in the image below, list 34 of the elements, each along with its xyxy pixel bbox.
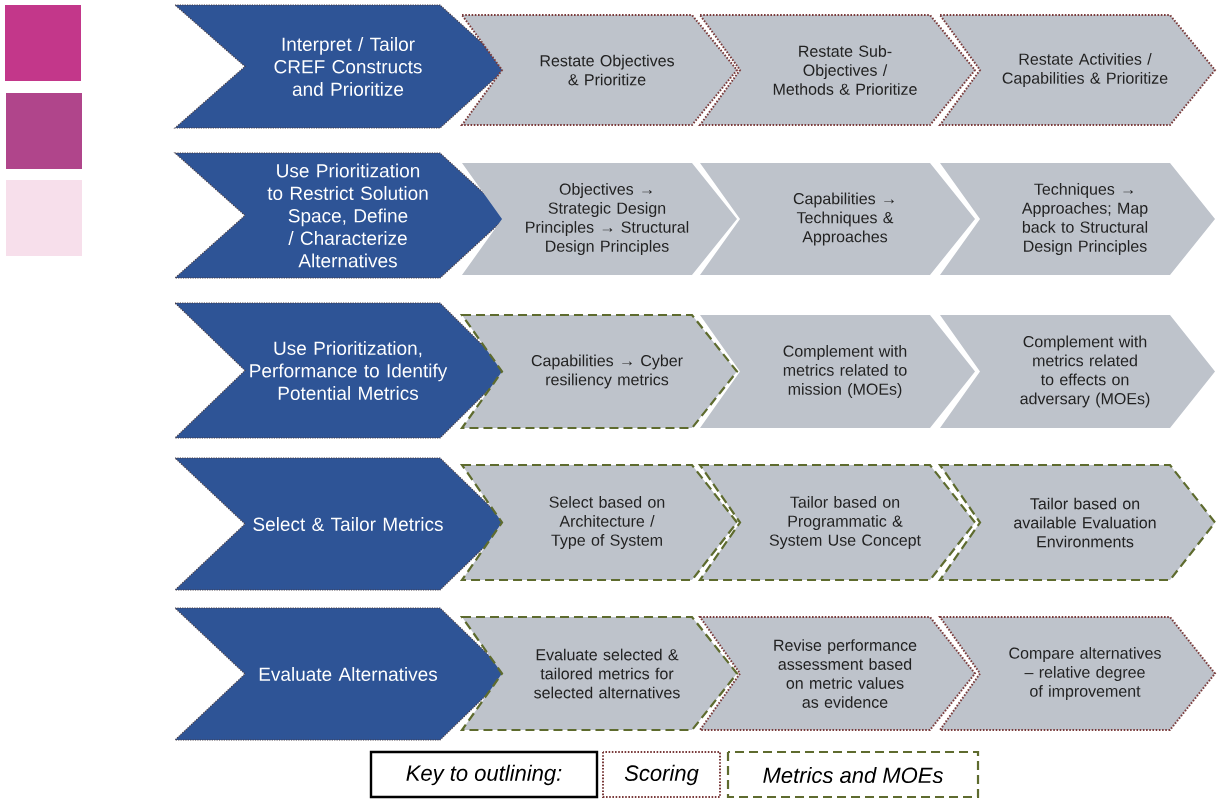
substep-panel: Objectives → Strategic Design Principles → Structural Design Principles [462, 163, 737, 275]
node-label: Complement with metrics related to effects on adversary (MOEs) [1020, 335, 1150, 408]
substep-panel: Evaluate selected & tailored metrics for selected alternatives [459, 615, 739, 732]
color-square [5, 5, 81, 81]
node-label: Tailor based on available Evaluation Environments [1014, 497, 1156, 548]
substep-panel: Tailor based on Programmatic & System Use Concept [697, 463, 977, 582]
substep-panel: Capabilities → Techniques & Approaches [700, 163, 975, 275]
legend-item: Scoring [602, 751, 721, 798]
node-label: Complement with metrics related to mission (MOEs) [783, 345, 907, 398]
process-step: Interpret / Tailor CREF Constructs and Prioritize [173, 4, 509, 129]
substep-panel: Select based on Architecture / Type of System [459, 463, 739, 582]
substep-panel: Revise performance assessment based on metric values as evidence [698, 616, 977, 731]
node-label: Objectives → Strategic Design Principles → Structural Design Principles [526, 183, 689, 255]
process-step: Evaluate Alternatives [173, 607, 509, 741]
substep-panel: Restate Objectives & Prioritize [460, 14, 739, 126]
substep-panel: Restate Activities / Capabilities & Prioritize [938, 14, 1217, 126]
substep-panel: Tailor based on available Evaluation Environments [937, 463, 1217, 582]
substep-panel: Restate Sub-Objectives / Methods & Prioritize [698, 14, 977, 126]
key-box: Key to outlining: [369, 750, 599, 799]
process-step: Select & Tailor Metrics [173, 457, 509, 591]
node-label: Techniques → Approaches; Map back to Structural Design Principles [1021, 183, 1148, 255]
substep-panel: Complement with metrics related to mission (MOEs) [700, 315, 975, 428]
node-label: Capabilities → Techniques & Approaches [793, 192, 894, 246]
legend-item: Metrics and MOEs [726, 750, 980, 799]
process-step: Use Prioritization, Performance to Identify Potential Metrics [173, 302, 509, 439]
node-label: Compare alternatives – relative degree of improvement [1009, 647, 1161, 700]
substep-panel: Complement with metrics related to effects on adversary (MOEs) [940, 315, 1215, 428]
substep-panel: Techniques → Approaches; Map back to Structural Design Principles [940, 163, 1215, 275]
node-label: Restate Activities / Capabilities & Prioritize [1002, 53, 1168, 87]
substep-panel: Compare alternatives – relative degree of improvement [938, 616, 1217, 731]
color-square [6, 180, 82, 256]
process-step: Use Prioritization to Restrict Solution Space, Define / Characterize Alternatives [173, 152, 509, 279]
color-square [6, 93, 82, 169]
substep-panel: Capabilities → Cyber resiliency metrics [459, 313, 739, 430]
